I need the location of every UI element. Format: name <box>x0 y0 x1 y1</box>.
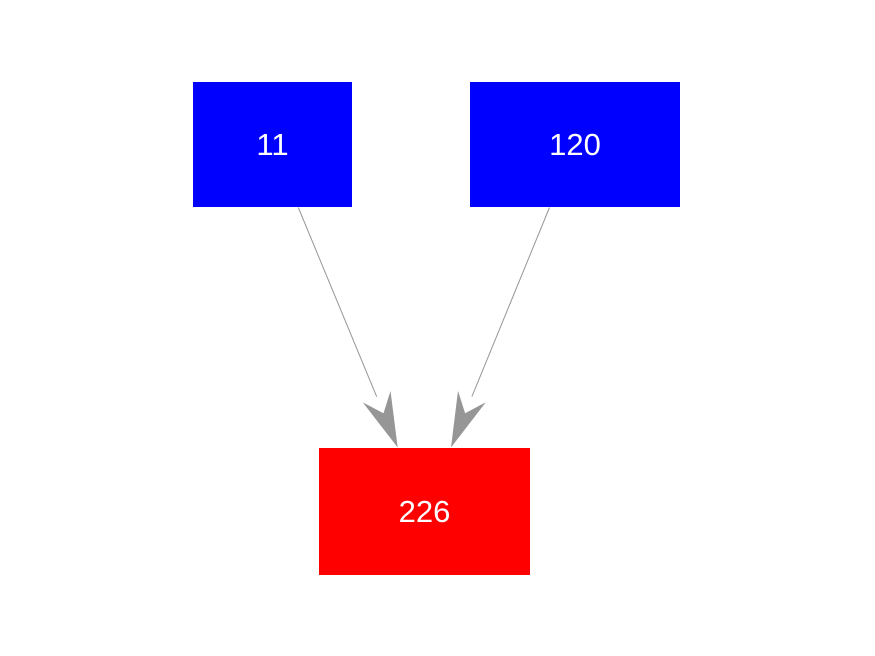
node-11[interactable]: 11 <box>193 82 352 207</box>
arrowhead-icon <box>451 390 486 448</box>
node-11-label: 11 <box>256 127 289 162</box>
edge-11-to-226 <box>297 207 398 448</box>
edge-line <box>297 207 378 397</box>
arrowhead-icon <box>362 391 398 448</box>
edge-120-to-226 <box>451 207 550 448</box>
edge-line <box>471 207 550 397</box>
node-226[interactable]: 226 <box>319 448 530 575</box>
node-226-label: 226 <box>398 494 451 529</box>
node-120[interactable]: 120 <box>470 82 680 207</box>
node-120-label: 120 <box>549 127 601 162</box>
